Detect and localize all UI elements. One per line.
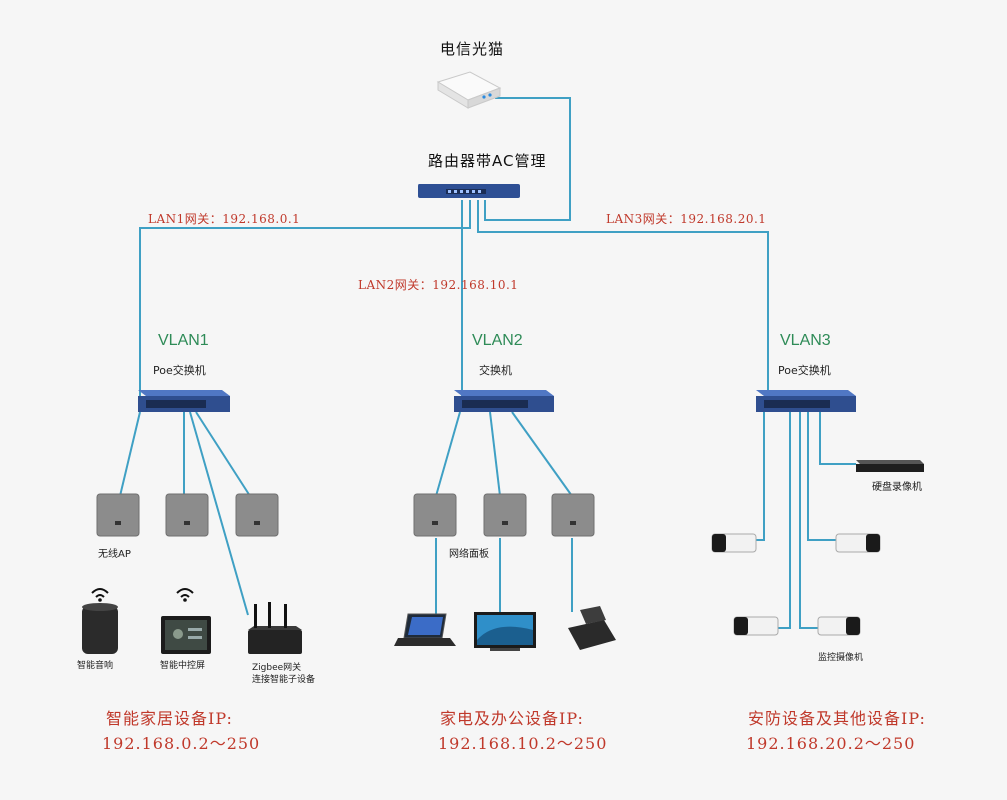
range-2-value: 192.168.10.2～250 <box>438 734 608 753</box>
smart-speaker-label: 智能音响 <box>77 661 114 671</box>
range-1-title: 智能家居设备IP: <box>106 709 233 728</box>
network-panel-label: 网络面板 <box>449 549 489 560</box>
vlan1-switch-label: Poe交换机 <box>153 364 206 377</box>
lan2-gateway-label: LAN2网关：192.168.10.1 <box>358 278 519 292</box>
lan1-gateway-label: LAN1网关：192.168.0.1 <box>148 212 301 226</box>
wireless-ap-label: 无线AP <box>98 549 131 560</box>
vlan3-label: VLAN3 <box>780 332 831 349</box>
smart-panel-label: 智能中控屏 <box>160 661 206 671</box>
zigbee-gateway-label-2: 连接智能子设备 <box>252 675 316 685</box>
router-label: 路由器带AC管理 <box>428 152 547 170</box>
range-1-value: 192.168.0.2～250 <box>102 734 261 753</box>
zigbee-gateway-label-1: Zigbee网关 <box>252 663 302 673</box>
vlan3-switch-label: Poe交换机 <box>778 364 831 377</box>
nvr-label: 硬盘录像机 <box>872 482 922 493</box>
modem-label: 电信光猫 <box>440 40 505 58</box>
vlan2-label: VLAN2 <box>472 332 523 349</box>
range-3-value: 192.168.20.2～250 <box>746 734 916 753</box>
camera-label: 监控摄像机 <box>818 653 864 663</box>
range-3-title: 安防设备及其他设备IP: <box>748 709 926 728</box>
range-2-title: 家电及办公设备IP: <box>440 709 584 728</box>
vlan1-label: VLAN1 <box>158 332 209 349</box>
vlan2-switch-label: 交换机 <box>479 364 512 377</box>
lan3-gateway-label: LAN3网关：192.168.20.1 <box>606 212 767 226</box>
